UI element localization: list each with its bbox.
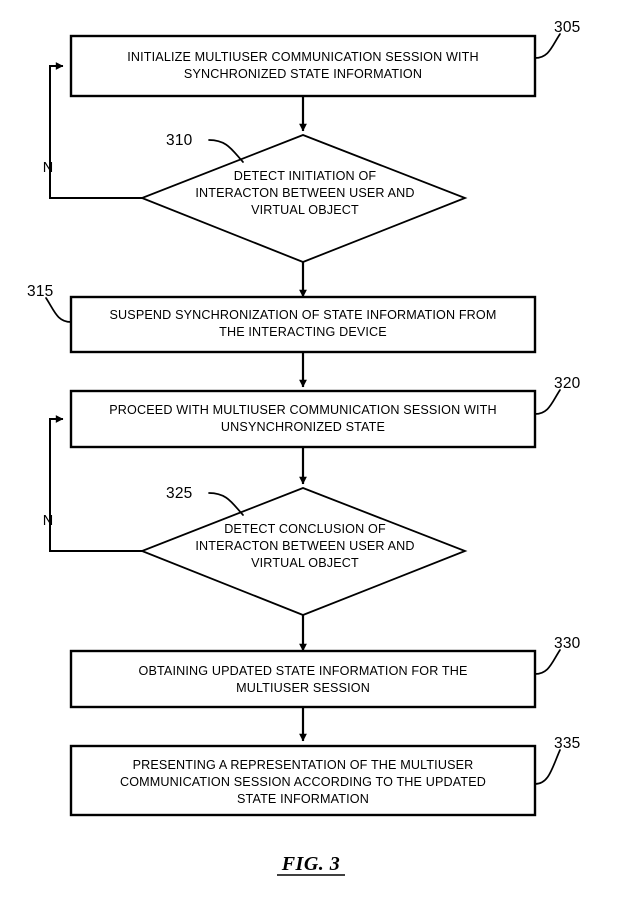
branch-label-no-310: N <box>43 160 53 176</box>
leader-line-330 <box>534 649 561 675</box>
process-obtain-updated-state-line2: MULTIUSER SESSION <box>236 681 370 695</box>
edge-310-no-loop-to-305 <box>49 62 142 199</box>
ref-number-320: 320 <box>554 375 581 392</box>
ref-number-335: 335 <box>554 735 580 752</box>
process-suspend-synchronization[interactable] <box>69 295 537 354</box>
leader-line-305 <box>534 33 561 59</box>
leader-line-325 <box>208 492 244 516</box>
process-proceed-unsynchronized-line1: PROCEED WITH MULTIUSER COMMUNICATION SES… <box>109 403 497 417</box>
process-present-representation-line2: COMMUNICATION SESSION ACCORDING TO THE U… <box>120 775 486 789</box>
process-initialize-session[interactable] <box>69 34 537 98</box>
leader-line-310 <box>208 139 244 163</box>
decision-detect-conclusion[interactable] <box>139 487 468 616</box>
process-initialize-session-line1: INITIALIZE MULTIUSER COMMUNICATION SESSI… <box>127 50 479 64</box>
process-present-representation-line3: STATE INFORMATION <box>237 792 369 806</box>
process-present-representation-line1: PRESENTING A REPRESENTATION OF THE MULTI… <box>133 758 474 772</box>
process-suspend-synchronization-line2: THE INTERACTING DEVICE <box>219 325 387 339</box>
process-present-representation[interactable] <box>69 744 537 817</box>
process-initialize-session-line2: SYNCHRONIZED STATE INFORMATION <box>184 67 422 81</box>
edge-325-no-loop-to-320 <box>49 415 142 552</box>
decision-detect-initiation[interactable] <box>139 134 468 263</box>
branch-label-no-325: N <box>43 513 53 529</box>
decision-detect-initiation-line3: VIRTUAL OBJECT <box>251 203 359 217</box>
decision-detect-conclusion-line2: INTERACTON BETWEEN USER AND <box>195 539 414 553</box>
ref-number-310: 310 <box>166 132 193 149</box>
leader-line-315 <box>45 297 72 323</box>
process-proceed-unsynchronized[interactable] <box>69 389 537 449</box>
figure-caption: FIG. 3 <box>281 853 341 875</box>
ref-number-325: 325 <box>166 485 192 502</box>
process-obtain-updated-state[interactable] <box>69 649 537 709</box>
leader-line-320 <box>534 389 561 415</box>
leader-line-335 <box>534 749 561 785</box>
process-proceed-unsynchronized-line2: UNSYNCHRONIZED STATE <box>221 420 385 434</box>
decision-detect-conclusion-line1: DETECT CONCLUSION OF <box>224 522 386 536</box>
decision-detect-initiation-line2: INTERACTON BETWEEN USER AND <box>195 186 414 200</box>
process-obtain-updated-state-line1: OBTAINING UPDATED STATE INFORMATION FOR … <box>139 664 468 678</box>
ref-number-305: 305 <box>554 19 580 36</box>
ref-number-330: 330 <box>554 635 581 652</box>
decision-detect-conclusion-line3: VIRTUAL OBJECT <box>251 556 359 570</box>
process-suspend-synchronization-line1: SUSPEND SYNCHRONIZATION OF STATE INFORMA… <box>109 308 496 322</box>
ref-number-315: 315 <box>27 283 53 300</box>
decision-detect-initiation-line1: DETECT INITIATION OF <box>234 169 377 183</box>
